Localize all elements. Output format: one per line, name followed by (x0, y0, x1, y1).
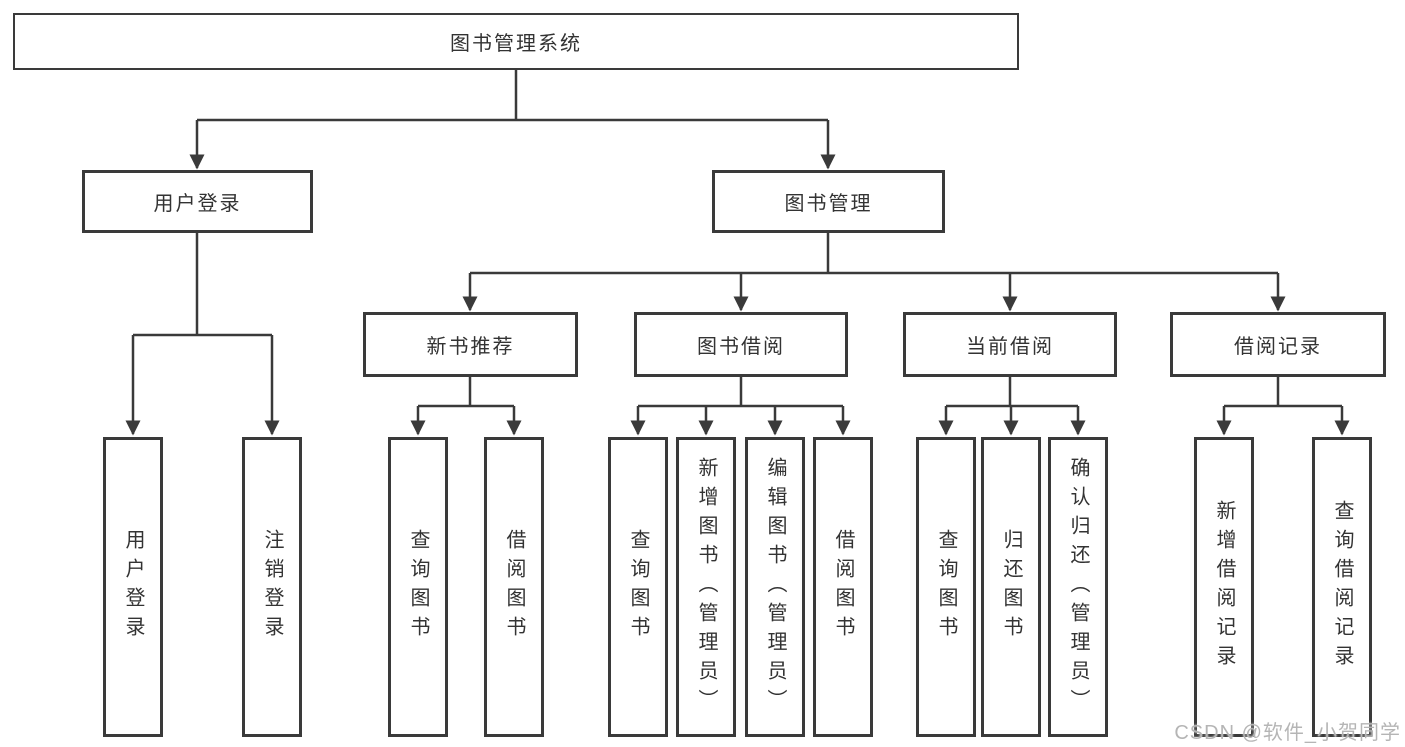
leaf-recommend-query-books: 查询图书 (388, 437, 448, 737)
leaf-recommend-borrow-books: 借阅图书 (484, 437, 544, 737)
connector-new-book-rail (418, 377, 514, 408)
node-book-management: 图书管理 (712, 170, 945, 233)
leaf-records-query-record: 查询借阅记录 (1312, 437, 1372, 737)
connector-borrow-records-rail (1224, 377, 1342, 408)
connector-book-borrow-rail (638, 377, 843, 408)
connector-user-login-rail (133, 233, 272, 337)
leaf-borrow-borrow-books: 借阅图书 (813, 437, 873, 737)
leaf-current-query-books: 查询图书 (916, 437, 976, 737)
connector-book-management-rail (470, 233, 1278, 275)
connector-root-rail (197, 70, 828, 122)
node-current-borrow: 当前借阅 (903, 312, 1117, 377)
node-borrow-records: 借阅记录 (1170, 312, 1386, 377)
leaf-user-login: 用户登录 (103, 437, 163, 737)
node-root: 图书管理系统 (13, 13, 1019, 70)
leaf-borrow-query-books: 查询图书 (608, 437, 668, 737)
node-user-login: 用户登录 (82, 170, 313, 233)
node-new-book-recommend: 新书推荐 (363, 312, 578, 377)
node-book-borrow: 图书借阅 (634, 312, 848, 377)
csdn-watermark: CSDN @软件_小贺同学 (1174, 722, 1401, 744)
connector-current-borrow-rail (946, 377, 1078, 408)
leaf-logout: 注销登录 (242, 437, 302, 737)
leaf-borrow-add-books-admin: 新增图书（管理员） (676, 437, 736, 737)
leaf-records-add-record: 新增借阅记录 (1194, 437, 1254, 737)
leaf-current-confirm-return-admin: 确认归还（管理员） (1048, 437, 1108, 737)
leaf-current-return-books: 归还图书 (981, 437, 1041, 737)
leaf-borrow-edit-books-admin: 编辑图书（管理员） (745, 437, 805, 737)
